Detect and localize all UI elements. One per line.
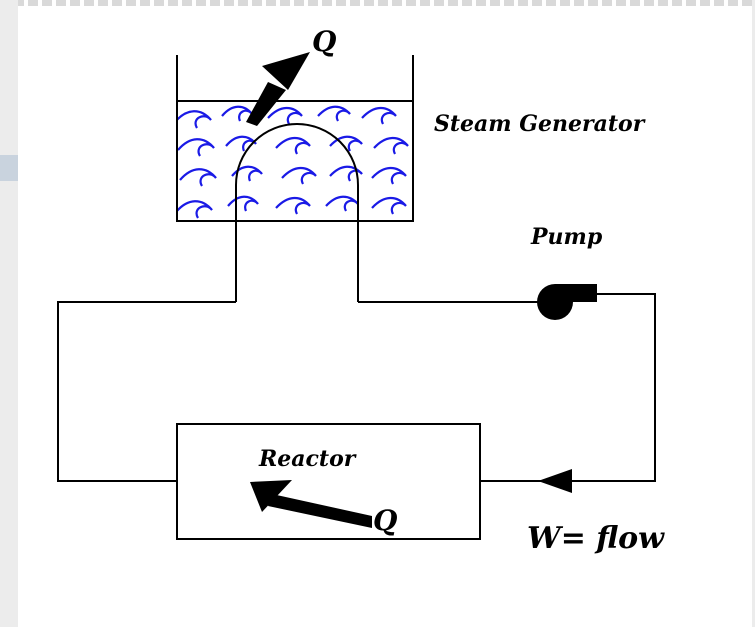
water-waves	[177, 105, 409, 219]
heat-in-arrow-icon	[250, 480, 372, 528]
frame-right-border	[752, 0, 755, 627]
heat-out-arrow-icon	[246, 52, 310, 126]
heat-in-label: Q	[373, 504, 397, 537]
pump-label: Pump	[530, 224, 603, 250]
pipe-left-loop	[57, 301, 236, 482]
reactor-box	[176, 423, 481, 540]
u-tube	[235, 123, 359, 302]
heat-out-label: Q	[312, 25, 336, 58]
reactor-label: Reactor	[258, 446, 357, 472]
steam-generator-label: Steam Generator	[434, 111, 646, 137]
pipe-pump-to-reactor	[480, 293, 656, 482]
pump-icon	[537, 284, 597, 320]
tank-walls	[176, 55, 414, 222]
frame-top-border	[0, 0, 755, 6]
frame-left-border	[0, 0, 18, 627]
steam-generator-tank	[176, 55, 414, 222]
flow-label: W= flow	[527, 521, 665, 556]
flow-arrow-icon	[538, 469, 572, 493]
